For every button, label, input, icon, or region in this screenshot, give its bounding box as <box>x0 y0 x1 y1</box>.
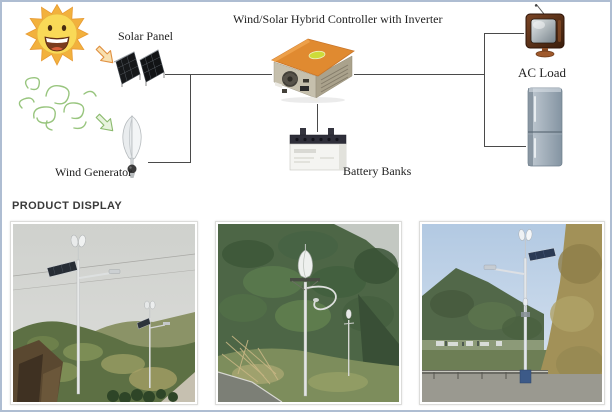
wind-arrow-icon <box>95 113 114 132</box>
wire-controller-to-ac <box>354 74 484 75</box>
wire-to-fridge <box>484 146 526 147</box>
product-photo-1 <box>10 221 198 405</box>
wire-solar-to-controller <box>165 74 272 75</box>
sun-icon <box>25 4 89 66</box>
battery-banks-label: Battery Banks <box>343 164 412 178</box>
battery-icon <box>289 128 347 171</box>
tv-icon <box>525 4 565 58</box>
turbine-lamp-mountain-photo <box>218 224 399 402</box>
sun-arrow-icon <box>95 45 114 64</box>
diagram-title: Wind/Solar Hybrid Controller with Invert… <box>233 12 443 26</box>
main-turbine-lamp-pole <box>290 244 337 397</box>
controller-inverter-icon <box>271 38 355 103</box>
wire-junction-vertical <box>190 74 191 163</box>
ac-load-label: AC Load <box>518 65 567 80</box>
wind-generator-icon <box>122 115 142 178</box>
product-display-heading: PRODUCT DISPLAY <box>12 200 123 212</box>
main-lamp-pole <box>46 234 121 395</box>
street-lamp-hillside-photo <box>13 224 195 402</box>
background-lamp-pole <box>343 309 355 376</box>
street-lamp-road-photo <box>422 224 602 402</box>
wire-ac-vertical <box>484 33 485 147</box>
background-lamp-pole <box>136 300 170 388</box>
product-photo-3 <box>419 221 605 405</box>
wire-controller-to-battery <box>317 104 318 132</box>
wind-gusts-icon <box>18 76 97 131</box>
dry-reeds <box>221 335 279 385</box>
wire-wind-generator <box>148 162 191 163</box>
wire-to-tv <box>484 33 524 34</box>
refrigerator-icon <box>527 87 563 167</box>
product-photo-2 <box>215 221 402 405</box>
main-lamp-pole <box>483 229 557 384</box>
solar-panel-label: Solar Panel <box>118 29 173 43</box>
wind-generator-label: Wind Generator <box>55 165 133 179</box>
solar-panel-icon <box>114 49 165 87</box>
